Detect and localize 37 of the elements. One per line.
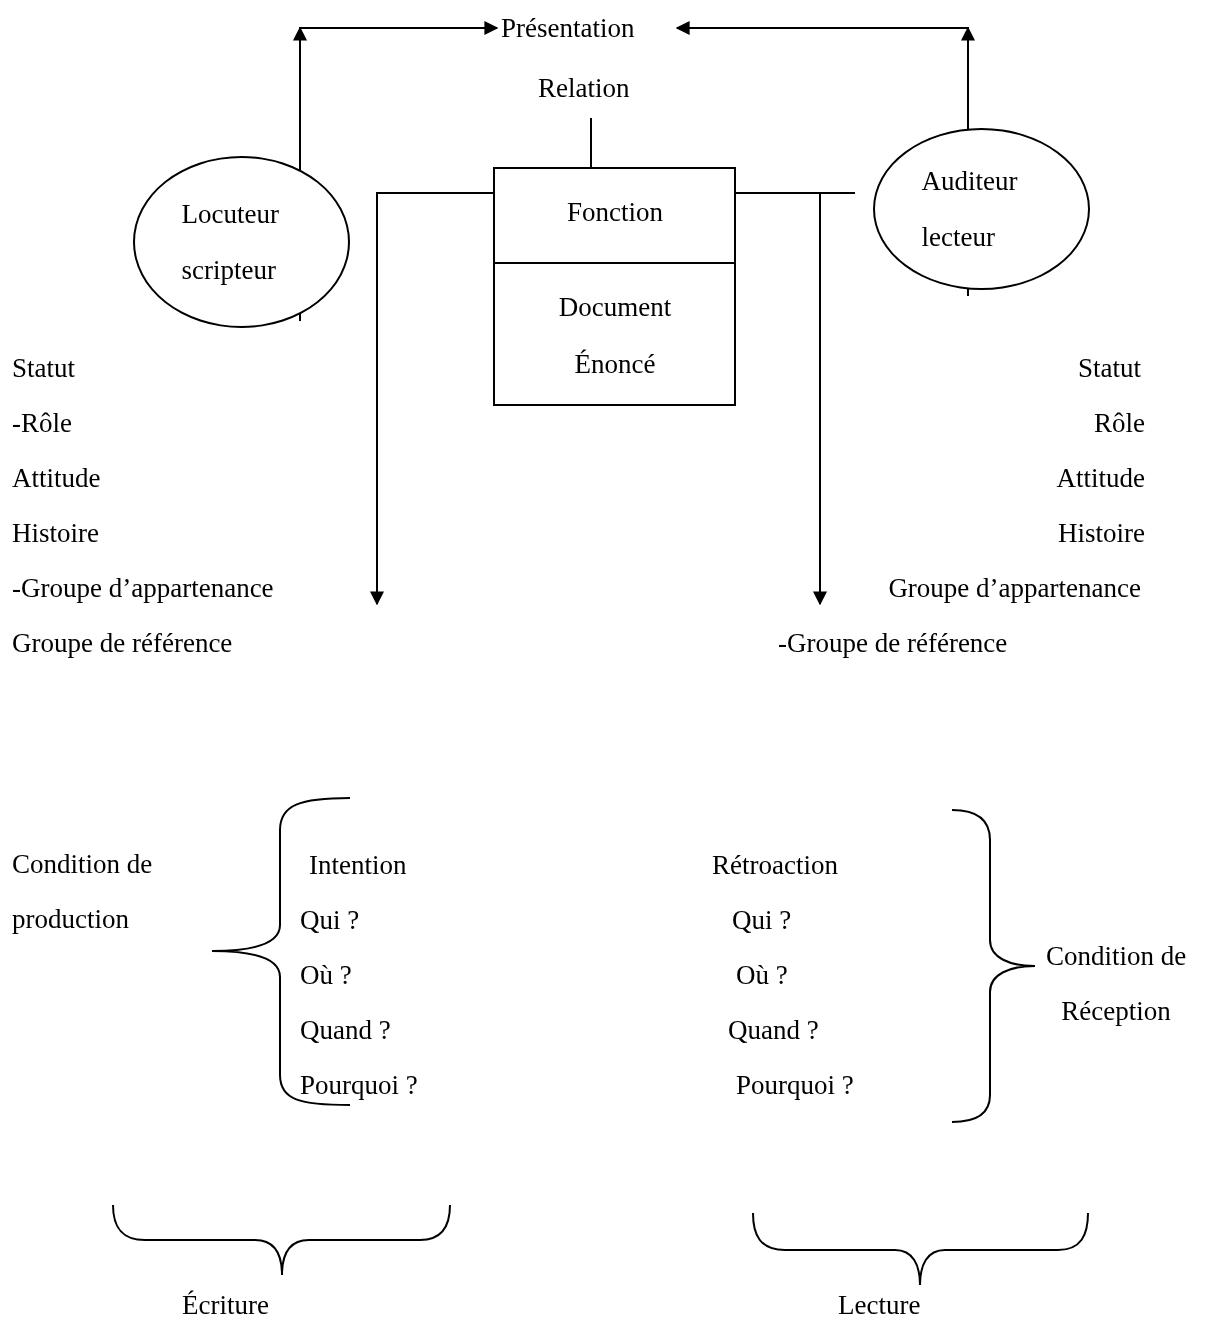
text-label: Pourquoi ?: [736, 1070, 854, 1100]
text-label: Pourquoi ?: [300, 1070, 418, 1100]
text-label: Qui ?: [732, 905, 792, 935]
list-item: Attitude: [1056, 463, 1145, 493]
text-label: Quand ?: [300, 1015, 391, 1045]
text-label: Quand ?: [728, 1015, 819, 1045]
text-label: Où ?: [736, 960, 788, 990]
connector-line: [590, 117, 592, 168]
list-item: Attitude: [12, 463, 101, 493]
list-item: Groupe d’appartenance: [888, 573, 1141, 603]
text-label: Rétroaction: [712, 850, 838, 880]
process-box: [493, 167, 736, 406]
text-label: Qui ?: [300, 905, 360, 935]
text-label: Intention: [309, 850, 407, 880]
list-item: -Rôle: [12, 408, 72, 438]
list-item: Rôle: [1094, 408, 1145, 438]
list-item: Statut: [12, 353, 75, 383]
list-item: Groupe de référence: [12, 628, 233, 658]
text-label: Écriture: [182, 1290, 269, 1320]
list-item: Histoire: [12, 518, 99, 548]
node-label: Auditeur lecteur: [921, 165, 1019, 254]
box-label: Fonction: [566, 196, 664, 229]
box-label: Document Énoncé: [557, 291, 673, 381]
text-label: Lecture: [838, 1290, 921, 1320]
node-label: Relation: [538, 73, 630, 103]
brace-caption: Condition de production: [12, 848, 154, 936]
list-item: Histoire: [1058, 518, 1145, 548]
list-item: -Groupe de référence: [778, 628, 1008, 658]
brace-caption: Condition de Réception: [1044, 940, 1188, 1028]
text-label: Où ?: [300, 960, 352, 990]
arrow: [370, 192, 494, 606]
node-label: Présentation: [501, 13, 635, 43]
node-label: Locuteur scripteur: [181, 198, 280, 287]
list-item: -Groupe d’appartenance: [12, 573, 274, 603]
arrow: [293, 21, 498, 171]
arrow: [676, 21, 975, 130]
list-item: Statut: [1078, 353, 1141, 383]
